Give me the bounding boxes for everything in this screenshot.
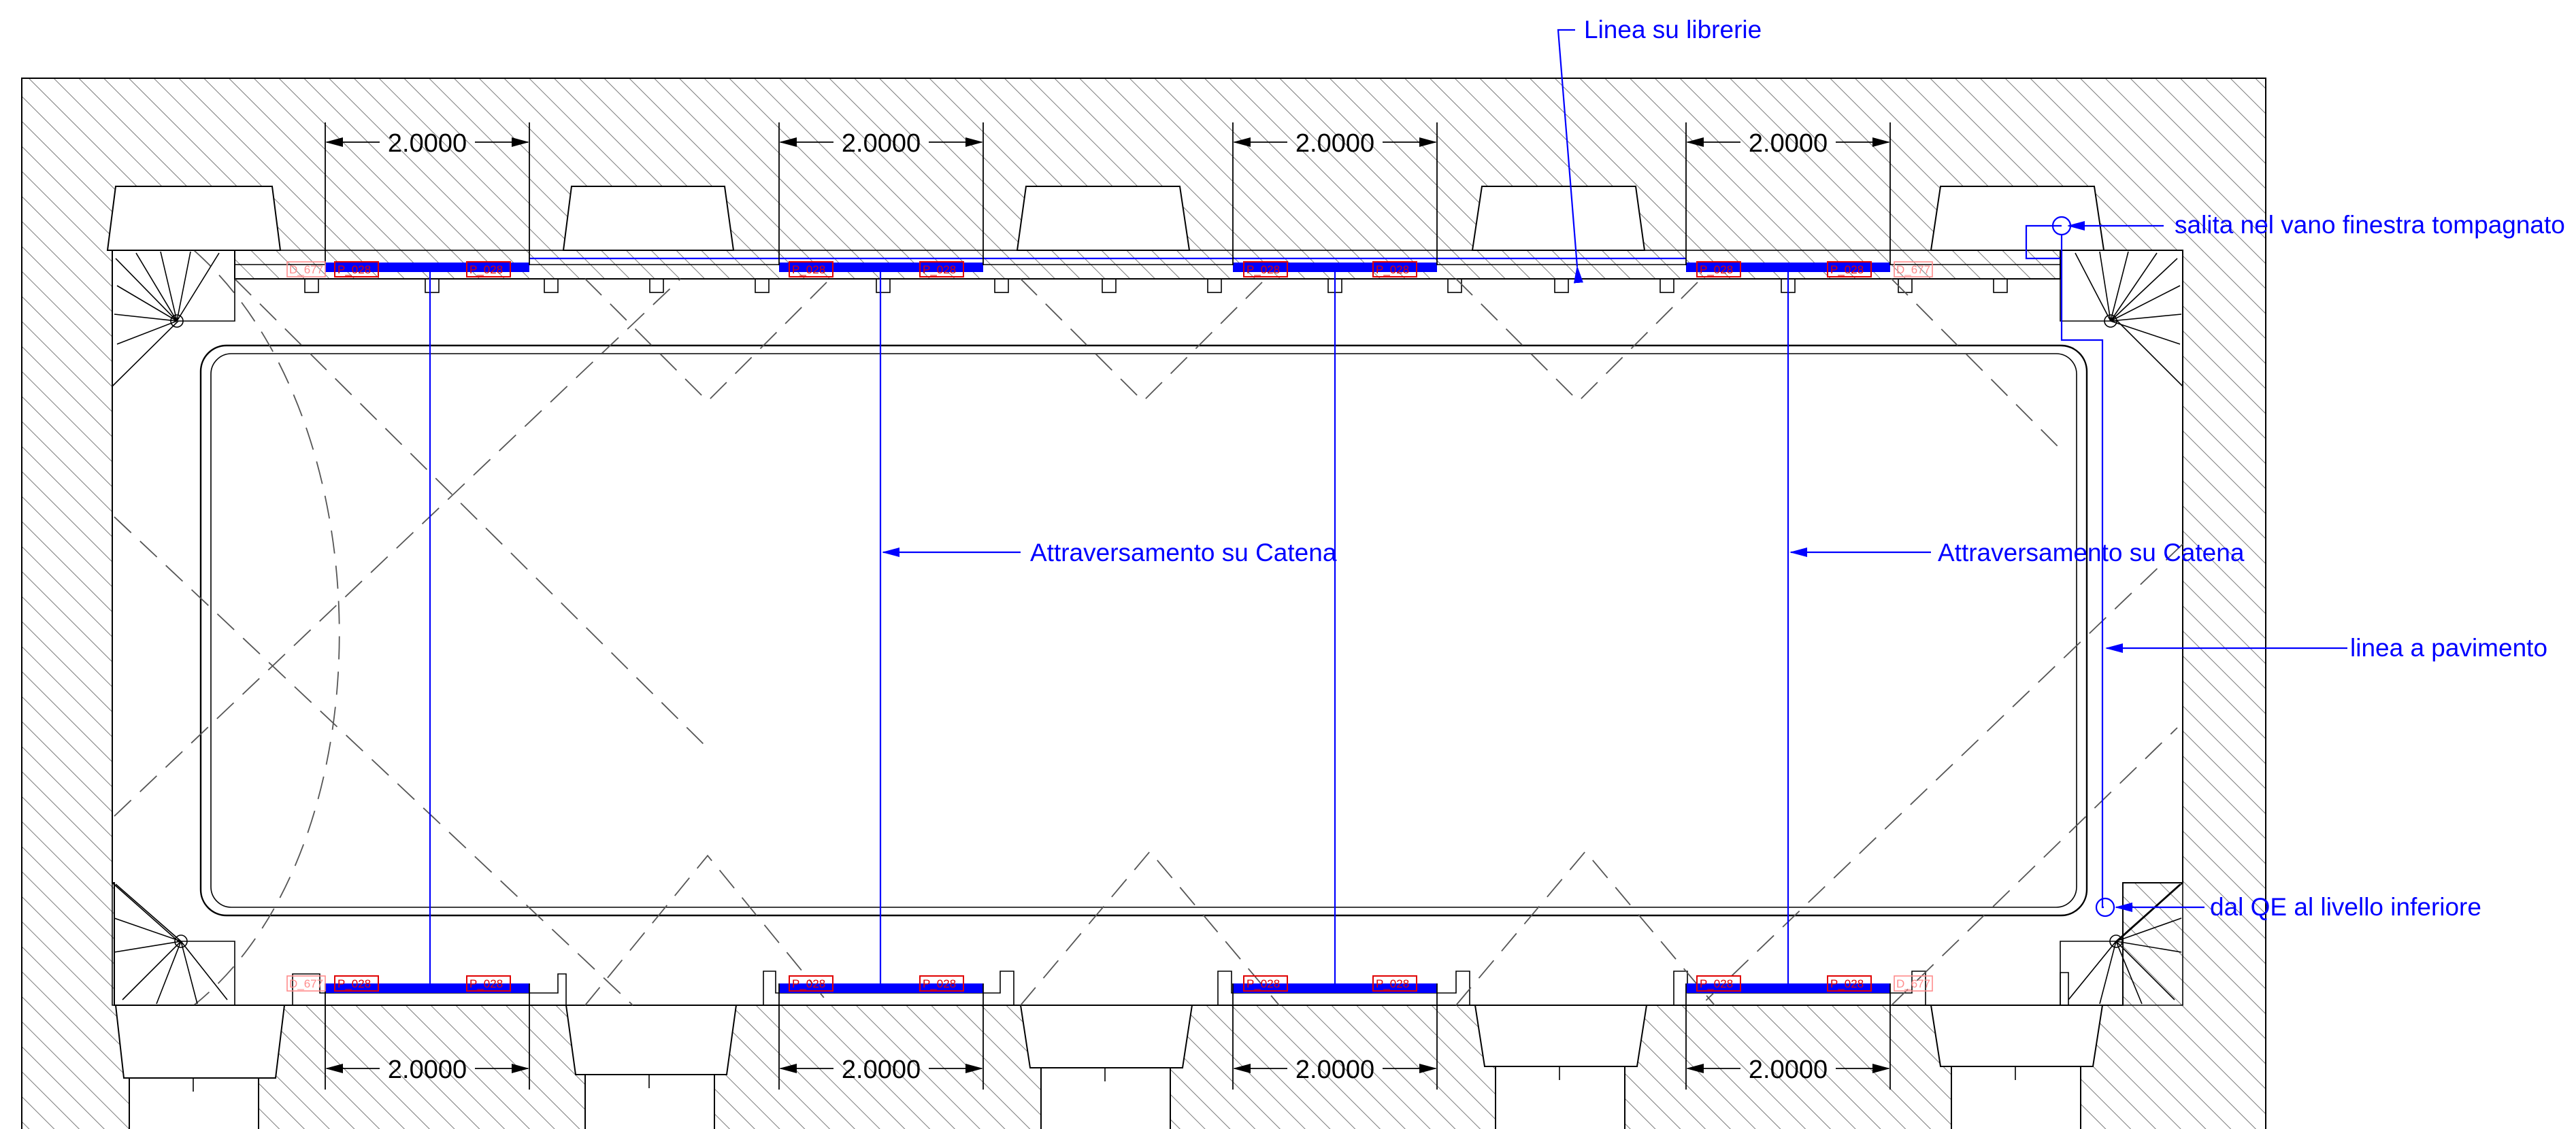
top-window-niches <box>106 186 2105 251</box>
dimension-label: 2.0000 <box>842 1056 921 1084</box>
dimension-top-3: 2.0000 <box>1232 122 1438 265</box>
outlet-tag: P_028 <box>1696 261 1741 277</box>
outlet-tag-faint: D_677 <box>286 261 326 277</box>
svg-text:P_028: P_028 <box>469 977 503 990</box>
outlet-tag: P_028 <box>1696 975 1741 992</box>
dimension-label: 2.0000 <box>1295 1056 1374 1084</box>
svg-text:P_028: P_028 <box>923 263 956 276</box>
svg-text:P_028: P_028 <box>1246 977 1280 990</box>
outlet-tag: P_028 <box>919 261 964 277</box>
hall-interior <box>112 250 2183 1006</box>
svg-text:D_677: D_677 <box>289 977 323 990</box>
outlet-tag: P_028 <box>334 975 379 992</box>
svg-text:P_028: P_028 <box>1700 263 1733 276</box>
corner-stair-top-right <box>2060 250 2183 388</box>
dimension-top-2: 2.0000 <box>778 122 984 265</box>
outlet-tag-faint: D_677 <box>1894 975 1933 992</box>
svg-text:P_028: P_028 <box>923 977 956 990</box>
corner-stair-top-left <box>112 250 235 388</box>
svg-text:D_677: D_677 <box>1896 263 1930 276</box>
outlet-tag-faint: D_677 <box>1894 261 1933 277</box>
outlet-tag-faint: D_677 <box>286 975 326 992</box>
outlet-tag: P_028 <box>466 261 511 277</box>
svg-text:P_028: P_028 <box>337 263 371 276</box>
outlet-tag: P_028 <box>1827 261 1872 277</box>
top-outlet-bars <box>325 263 1890 272</box>
outlet-tags-top: P_028 P_028 P_028 P_028 P_028 P_028 P_02… <box>286 261 1933 277</box>
dimension-label: 2.0000 <box>842 129 921 158</box>
outlet-tag: P_028 <box>466 975 511 992</box>
corner-stair-bottom-left <box>112 881 235 1006</box>
outlet-tag: P_028 <box>1243 975 1288 992</box>
note-catena-right: Attraversamento su Catena <box>1938 539 2245 567</box>
svg-text:P_028: P_028 <box>792 977 825 990</box>
svg-text:P_028: P_028 <box>1830 263 1864 276</box>
corner-stair-bottom-right <box>2060 881 2183 1006</box>
outlet-tag: P_028 <box>789 975 833 992</box>
dimension-bottom-2: 2.0000 <box>778 983 984 1090</box>
outlet-tag: P_028 <box>1243 261 1288 277</box>
outlet-tag: P_028 <box>334 261 379 277</box>
bottom-window-niches <box>114 1005 2104 1129</box>
dimension-bottom-4: 2.0000 <box>1685 983 1891 1090</box>
note-pavimento: linea a pavimento <box>2350 634 2547 662</box>
dimension-label: 2.0000 <box>1295 129 1374 158</box>
note-salita: salita nel vano finestra tompagnato <box>2175 211 2565 239</box>
dimension-label: 2.0000 <box>388 1056 467 1084</box>
svg-text:D_677: D_677 <box>289 263 323 276</box>
dimension-bottom-1: 2.0000 <box>325 983 530 1090</box>
svg-text:P_028: P_028 <box>1246 263 1280 276</box>
outlet-tags-bottom: P_028 P_028 P_028 P_028 P_028 P_028 P_02… <box>286 975 1933 992</box>
dimension-label: 2.0000 <box>1749 129 1828 158</box>
outlet-tag: P_028 <box>1827 975 1872 992</box>
svg-text:P_028: P_028 <box>1830 977 1864 990</box>
dimension-label: 2.0000 <box>1749 1056 1828 1084</box>
outlet-tag: P_028 <box>1372 975 1417 992</box>
cable-routing <box>429 216 2115 983</box>
dimension-top-4: 2.0000 <box>1685 122 1891 265</box>
note-linea-librerie: Linea su librerie <box>1584 16 1762 44</box>
svg-text:D_677: D_677 <box>1896 977 1930 990</box>
outlet-tag: P_028 <box>789 261 833 277</box>
svg-text:P_028: P_028 <box>1700 977 1733 990</box>
svg-text:P_028: P_028 <box>469 263 503 276</box>
note-dal-qe: dal QE al livello inferiore <box>2210 893 2481 921</box>
svg-text:P_028: P_028 <box>1376 263 1409 276</box>
outlet-tag: P_028 <box>1372 261 1417 277</box>
note-catena-left: Attraversamento su Catena <box>1030 539 1337 567</box>
svg-text:P_028: P_028 <box>337 977 371 990</box>
outlet-tag: P_028 <box>919 975 964 992</box>
dimension-top-1: 2.0000 <box>325 122 530 265</box>
central-panel <box>199 344 2088 917</box>
dimension-label: 2.0000 <box>388 129 467 158</box>
svg-text:P_028: P_028 <box>792 263 825 276</box>
svg-text:P_028: P_028 <box>1376 977 1409 990</box>
dimension-bottom-3: 2.0000 <box>1232 983 1438 1090</box>
annotation-leaders <box>882 29 2347 912</box>
